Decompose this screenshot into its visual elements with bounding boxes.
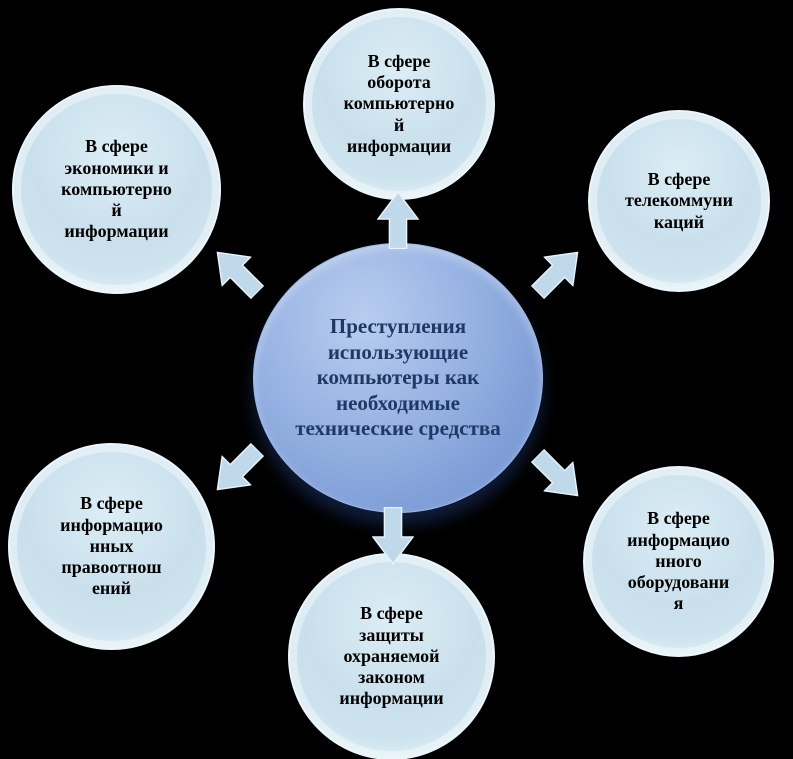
node-top-right: В сфере телекоммуникаций <box>588 110 770 292</box>
node-bottom-right: В сфере информационного оборудования <box>583 466 774 657</box>
center-label: Преступления использующие компьютеры как… <box>295 313 501 441</box>
node-label: В сфере экономики и компьютерной информа… <box>61 136 172 242</box>
node-label: В сфере телекоммуникаций <box>625 169 733 232</box>
arrow-upper-right-icon <box>523 237 594 308</box>
node-label: В сфере информационного оборудования <box>627 508 730 614</box>
node-bottom-left: В сфере информационных правоотношений <box>8 443 215 650</box>
arrow-up-icon <box>377 191 419 249</box>
node-label: В сфере защиты охраняемой законом информ… <box>339 603 444 709</box>
node-bottom: В сфере защиты охраняемой законом информ… <box>288 553 495 759</box>
arrow-down-icon <box>372 507 414 565</box>
node-top-left: В сфере экономики и компьютерной информа… <box>12 85 221 294</box>
node-label: В сфере информационных правоотношений <box>60 493 163 599</box>
node-top: В сфере оборота компьютерной информации <box>303 8 495 200</box>
arrow-lower-left-icon <box>202 435 273 506</box>
arrow-lower-right-icon <box>523 441 594 512</box>
arrow-upper-left-icon <box>202 237 273 308</box>
center-node: Преступления использующие компьютеры как… <box>253 243 543 513</box>
node-label: В сфере оборота компьютерной информации <box>343 50 455 156</box>
